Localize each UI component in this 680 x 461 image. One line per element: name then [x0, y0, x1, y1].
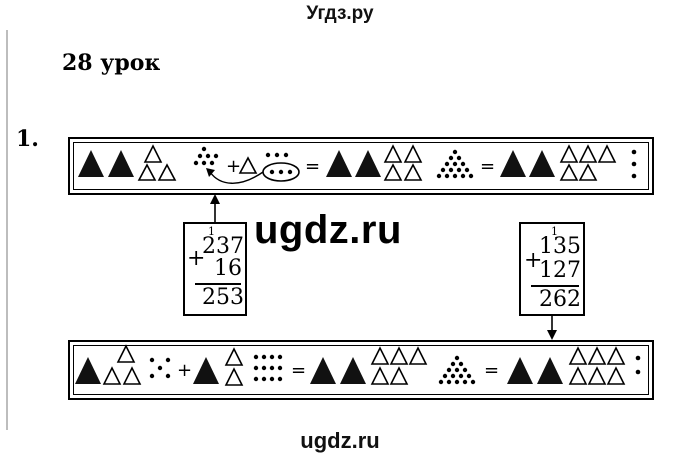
arrow-head-icon [547, 330, 557, 340]
arrow-head-icon [210, 194, 220, 204]
addend-two: 127 [539, 258, 581, 283]
outline-triangle-icon [389, 346, 409, 365]
filled-triangle-icon [355, 150, 381, 177]
equals-sign: = [291, 360, 306, 381]
bottom-strip [68, 340, 654, 400]
outline-triangle-icon [587, 346, 607, 365]
equals-sign: = [484, 360, 499, 381]
outline-triangle-icon [116, 344, 136, 363]
outline-triangle-icon [559, 144, 579, 163]
outline-triangle-icon [403, 144, 423, 163]
outline-triangle-icon [383, 144, 403, 163]
dot-group-icon [265, 152, 293, 175]
outline-triangle-icon [568, 346, 588, 365]
left-margin-rule [6, 30, 8, 430]
outline-triangle-icon [122, 366, 142, 385]
site-label-top: Угдз.ру [306, 3, 374, 24]
filled-triangle-icon [193, 357, 219, 384]
outline-triangle-icon [137, 163, 157, 181]
task-number: 1. [16, 126, 39, 152]
outline-triangle-icon [578, 163, 598, 181]
arrow-curve-icon [209, 171, 264, 184]
addend-one: 237 [202, 234, 244, 259]
outline-triangle-icon [102, 366, 122, 385]
sum-rule [195, 283, 241, 285]
plus-operator: + [187, 246, 206, 271]
outline-triangle-icon [143, 144, 163, 163]
equals-sign: = [480, 156, 495, 177]
carry-digit: 1 [208, 225, 215, 238]
lesson-title: 28 урок [62, 50, 161, 76]
filled-triangle-icon [75, 357, 101, 384]
sum-result: 253 [202, 285, 244, 310]
outline-triangle-icon [370, 366, 390, 385]
outline-triangle-icon [568, 366, 588, 385]
filled-triangle-icon [537, 357, 563, 384]
addend-two: 16 [214, 256, 242, 281]
site-label-bottom: ugdz.ru [300, 428, 380, 453]
sum-rule [531, 285, 579, 287]
outline-triangle-icon [559, 163, 579, 181]
sum-result: 262 [539, 287, 581, 312]
arrow-head-icon [206, 168, 215, 177]
carry-digit: 1 [551, 225, 558, 238]
dot-group-icon [436, 149, 474, 179]
plus-sign: + [226, 156, 241, 177]
outline-triangle-icon [606, 366, 626, 385]
outline-triangle-icon [403, 163, 423, 181]
equals-sign: = [305, 156, 320, 177]
outline-triangle-icon [224, 367, 244, 386]
addend-one: 135 [539, 234, 581, 259]
outline-triangle-icon [157, 163, 177, 181]
outline-triangle-icon [606, 346, 626, 365]
right-sum-box: 1 135 + 127 262 [519, 222, 585, 316]
filled-triangle-icon [326, 150, 352, 177]
filled-triangle-icon [340, 357, 366, 384]
dot-group-icon [149, 357, 171, 379]
dot-group-icon [438, 355, 476, 385]
outline-triangle-icon [389, 366, 409, 385]
filled-triangle-icon [78, 150, 104, 177]
dot-group-icon [253, 354, 283, 382]
outline-triangle-icon [587, 366, 607, 385]
outline-triangle-icon [578, 144, 598, 163]
plus-operator: + [524, 248, 543, 273]
outline-triangle-icon [224, 347, 244, 366]
filled-triangle-icon [310, 357, 336, 384]
dot-group-icon [631, 149, 637, 179]
filled-triangle-icon [529, 150, 555, 177]
outline-triangle-icon [597, 144, 617, 163]
dot-group-icon [193, 146, 219, 166]
outline-triangle-icon [408, 346, 428, 365]
dot-group-icon [635, 355, 641, 375]
filled-triangle-icon [108, 150, 134, 177]
plus-sign: + [177, 360, 192, 381]
filled-triangle-icon [507, 357, 533, 384]
outline-triangle-icon [383, 163, 403, 181]
outline-triangle-icon [238, 156, 258, 174]
left-sum-box: 1 237 + 16 253 [183, 222, 247, 316]
watermark-label: ugdz.ru [254, 208, 402, 252]
outline-triangle-icon [370, 346, 390, 365]
filled-triangle-icon [500, 150, 526, 177]
